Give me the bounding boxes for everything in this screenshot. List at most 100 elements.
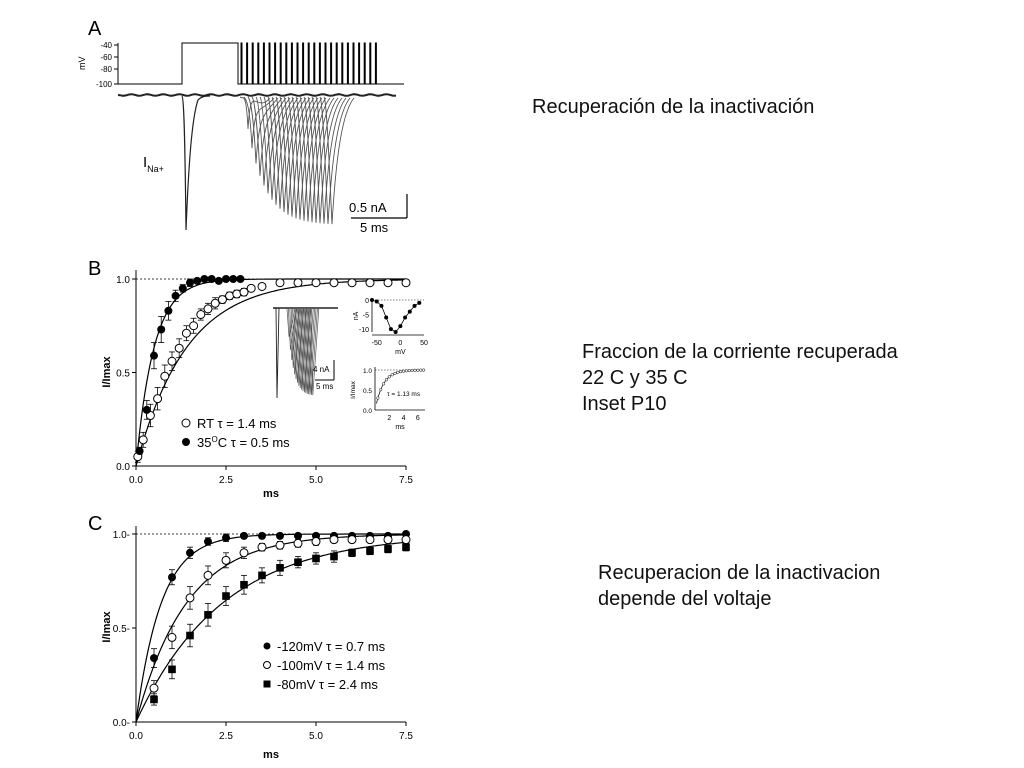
current-trace-recovery (283, 96, 315, 217)
inset-rec-point (404, 369, 408, 373)
inset-rec-point (399, 370, 403, 374)
voltage-tick-label: -100 (96, 80, 113, 89)
data-point-filled (236, 275, 245, 283)
inset-rec-point (387, 375, 391, 379)
data-point-open (383, 535, 393, 545)
fit-curve (135, 533, 406, 723)
data-point-filled (214, 276, 223, 285)
x-tick-label: 7.5 (399, 731, 413, 742)
data-point-filled (135, 447, 144, 456)
inset-iv-point (398, 324, 403, 329)
panel-a-letter: A (88, 18, 102, 40)
inset-rec-x-tick: 2 (387, 415, 391, 422)
inset-iv-point (393, 330, 398, 334)
inset-iv-point (403, 315, 408, 320)
note-recovery-inactivation: Recuperación de la inactivación (532, 94, 814, 120)
data-point-open (329, 278, 339, 288)
legend-b-marker-rt (181, 418, 191, 428)
x-tick-label: 2.5 (219, 731, 233, 742)
current-trace-recovery (311, 96, 343, 224)
y-tick-label: 1.0 (116, 275, 130, 286)
data-point-open (257, 281, 267, 291)
data-point-filled (150, 351, 158, 360)
data-point-square (168, 665, 176, 674)
data-point-filled (222, 275, 230, 283)
y-tick-label: 0.5- (113, 624, 130, 635)
x-tick-label: 5.0 (309, 475, 323, 486)
data-point-square (276, 564, 284, 572)
inset-iv-x-tick: 50 (420, 340, 428, 347)
inset-iv-point (417, 300, 422, 305)
note-middle-line-1: Fraccion de la corriente recuperada (582, 341, 898, 363)
panel-c-data-points (149, 530, 411, 704)
data-point-open (210, 298, 220, 308)
y-tick-label: 0.0 (116, 462, 130, 473)
panel-c-fit-curves (135, 533, 407, 723)
data-point-filled (168, 573, 176, 582)
inset-rec-y-tick: 0.5 (363, 388, 372, 395)
inset-rec-point (390, 373, 394, 377)
x-tick-label: 7.5 (399, 475, 413, 486)
scalebar-current-label: 0.5 nA (349, 200, 387, 215)
data-point-square (222, 592, 230, 600)
data-point-filled (157, 325, 166, 334)
inset-rec-point (393, 371, 397, 375)
panel-a: A mV -40-60-80-100 INa+ 0.5 nA 5 ms (77, 18, 408, 235)
current-label-main: I (143, 154, 147, 171)
current-trace-recovery (303, 96, 335, 223)
legend-c-label-80: -80mV τ = 2.4 ms (277, 677, 378, 692)
note-middle-line-2: 22 C y 35 C (582, 367, 688, 389)
current-baseline (117, 93, 397, 97)
data-point-open (174, 343, 184, 353)
note-fraction-recovered: Fraccion de la corriente recuperada 22 C… (582, 339, 898, 417)
data-point-square (348, 549, 356, 557)
data-point-open (167, 632, 177, 642)
data-point-open (401, 278, 411, 288)
data-point-filled (207, 275, 216, 283)
inset-iv-y-tick: -10 (359, 327, 369, 334)
data-point-filled (193, 276, 202, 285)
data-point-square (240, 580, 248, 589)
data-point-filled (200, 275, 209, 283)
inset-rec-point (413, 368, 417, 372)
data-point-open (246, 283, 256, 293)
data-point-open (153, 394, 163, 404)
x-tick-label: 0.0 (129, 731, 143, 742)
data-point-filled (186, 548, 194, 557)
data-point-square (150, 695, 158, 704)
note-voltage-dependence: Recuperacion de la inactivacion depende … (598, 560, 880, 612)
data-point-filled (186, 278, 194, 287)
x-tick-label: 0.0 (129, 475, 143, 486)
voltage-axis-label: mV (77, 57, 87, 71)
current-label-sub: Na+ (147, 164, 164, 174)
current-trace-recovery (279, 96, 311, 215)
data-point-open (196, 310, 206, 320)
data-point-open (138, 435, 148, 445)
fit-curve (135, 541, 407, 723)
inset-rec-point (402, 369, 406, 373)
inset-rec-x-tick: 6 (416, 415, 420, 422)
data-point-filled (164, 306, 173, 315)
inset-trace-recovery (310, 308, 320, 396)
data-point-filled (258, 531, 266, 540)
voltage-tick-label: -80 (100, 65, 112, 74)
inset-iv-curve (371, 299, 420, 333)
data-point-open (383, 278, 393, 288)
panel-b-ylabel: I/Imax (101, 356, 113, 388)
note-top-line: Recuperación de la inactivación (532, 96, 815, 118)
data-point-open (160, 371, 170, 381)
inset-iv-point (379, 303, 384, 308)
data-point-open (203, 304, 213, 314)
panel-c-letter: C (88, 513, 102, 535)
current-trace-recovery (291, 96, 323, 220)
current-trace-recovery (323, 96, 355, 225)
legend-b-35c-sup: O (211, 435, 217, 444)
data-point-open (401, 535, 411, 545)
current-trace-recovery (315, 96, 347, 224)
data-point-open (329, 535, 339, 545)
data-point-open (365, 278, 375, 288)
data-point-open (347, 535, 357, 545)
current-traces (117, 93, 397, 231)
